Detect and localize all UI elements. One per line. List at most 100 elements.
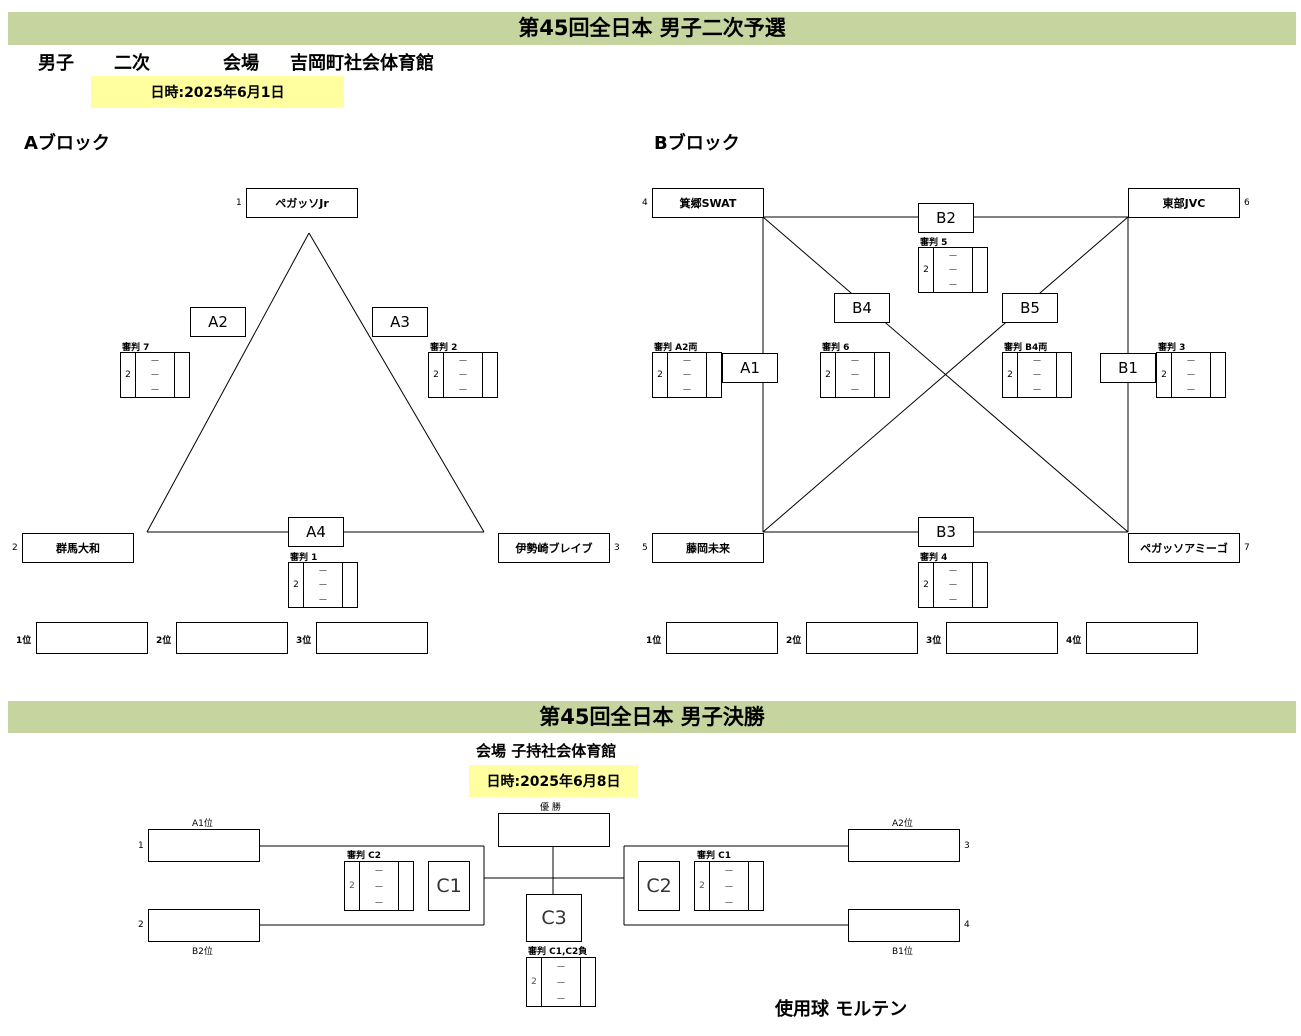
slot-seed-3: 3: [964, 841, 970, 851]
match-A3-ref: 審判 2: [430, 343, 458, 353]
blockA-seed-3: 3: [614, 543, 620, 553]
match-B5-label: B5: [1002, 293, 1058, 323]
sets: 2: [919, 248, 934, 292]
match-B3-ref: 審判 4: [920, 553, 948, 563]
match-C1-ref: 審判 C2: [347, 851, 382, 861]
match-C3-ref: 審判 C1,C2負: [528, 947, 588, 957]
blockB-team-4: 箕郷SWAT: [652, 188, 764, 218]
sets: 2: [653, 353, 668, 397]
blockB-title: Bブロック: [654, 133, 740, 154]
header-men: 男子: [38, 53, 74, 74]
sets: 2: [695, 862, 710, 910]
sets: 2: [527, 958, 542, 1006]
match-A3-score: 2 ーーー: [428, 352, 498, 398]
match-B2-label: B2: [918, 203, 974, 233]
sets: 2: [1003, 353, 1018, 397]
match-B1-ref: 審判 3: [1158, 343, 1186, 353]
match-C2-score: 2 ーーー: [694, 861, 764, 911]
match-A3-label: A3: [372, 307, 428, 337]
slot-B2-box: [148, 909, 260, 942]
blockB-rank3-label: 3位: [926, 636, 942, 646]
blockB-seed-6: 6: [1244, 198, 1250, 208]
header-round: 二次: [114, 53, 150, 74]
match-B3-label: B3: [918, 517, 974, 547]
match-A2-score: 2 ーーー: [120, 352, 190, 398]
sets: 2: [821, 353, 836, 397]
prelim-date: 日時:2025年6月1日: [91, 76, 344, 108]
blockB-rank4-box: [1086, 622, 1198, 654]
slot-A2-label: A2位: [892, 819, 913, 829]
blockA-team-2: 群馬大和: [22, 533, 134, 563]
blockA-team-3: 伊勢崎ブレイブ: [498, 533, 610, 563]
slot-A2-box: [848, 829, 960, 862]
blockA-team-1: ペガッソJr: [246, 188, 358, 218]
blockB-rank2-box: [806, 622, 918, 654]
blockB-team-7: ペガッソアミーゴ: [1128, 533, 1240, 563]
blockB-rank1-label: 1位: [646, 636, 662, 646]
slot-seed-2: 2: [138, 920, 144, 930]
sets: 2: [121, 353, 136, 397]
champion-label: 優 勝: [540, 803, 561, 813]
blockB-seed-4: 4: [642, 198, 648, 208]
blockB-team-6: 東部JVC: [1128, 188, 1240, 218]
blockA-rank2-label: 2位: [156, 636, 172, 646]
sets: 2: [345, 862, 360, 910]
match-A1-ref: 審判 A2両: [654, 343, 698, 353]
blockB-rank4-label: 4位: [1066, 636, 1082, 646]
match-A4-ref: 審判 1: [290, 553, 318, 563]
slot-B1-label: B1位: [892, 947, 913, 957]
slot-A1-box: [148, 829, 260, 862]
match-B4-ref: 審判 6: [822, 343, 850, 353]
blockA-rank1-box: [36, 622, 148, 654]
header-venue: 吉岡町社会体育館: [290, 53, 434, 74]
slot-B1-box: [848, 909, 960, 942]
blockB-rank2-label: 2位: [786, 636, 802, 646]
final-title: 第45回全日本 男子決勝: [539, 705, 765, 729]
match-A4-label: A4: [288, 517, 344, 547]
sets: 2: [1157, 353, 1172, 397]
final-venue: 会場 子持社会体育館: [476, 742, 617, 760]
match-C2-label: C2: [638, 861, 680, 911]
match-A2-ref: 審判 7: [122, 343, 150, 353]
blockA-seed-2: 2: [12, 543, 18, 553]
champion-box: [498, 813, 610, 847]
prelim-title: 第45回全日本 男子二次予選: [518, 16, 786, 40]
match-C3-label: C3: [526, 894, 582, 942]
blockA-title: Aブロック: [24, 133, 110, 154]
blockB-team-5: 藤岡未来: [652, 533, 764, 563]
match-A1-label: A1: [722, 353, 778, 383]
blockB-seed-5: 5: [642, 543, 648, 553]
ball-note: 使用球 モルテン: [775, 999, 908, 1020]
match-C1-label: C1: [428, 861, 470, 911]
match-C2-ref: 審判 C1: [697, 851, 732, 861]
match-B1-label: B1: [1100, 353, 1156, 383]
header-venue-label: 会場: [223, 53, 259, 74]
blockB-seed-7: 7: [1244, 543, 1250, 553]
sets: 2: [429, 353, 444, 397]
blockA-seed-1: 1: [236, 198, 242, 208]
sets: 2: [289, 563, 304, 607]
blockB-rank3-box: [946, 622, 1058, 654]
blockA-rank2-box: [176, 622, 288, 654]
slot-B2-label: B2位: [192, 947, 213, 957]
sets: 2: [919, 563, 934, 607]
final-title-band: 第45回全日本 男子決勝: [8, 701, 1296, 733]
blockA-rank3-box: [316, 622, 428, 654]
match-B4-label: B4: [834, 293, 890, 323]
blockA-rank3-label: 3位: [296, 636, 312, 646]
slot-seed-1: 1: [138, 841, 144, 851]
match-B4-score: 2 ーーー: [820, 352, 890, 398]
prelim-title-band: 第45回全日本 男子二次予選: [8, 12, 1296, 45]
match-C1-score: 2 ーーー: [344, 861, 414, 911]
match-A4-score: 2 ーーー: [288, 562, 358, 608]
match-C3-score: 2 ーーー: [526, 957, 596, 1007]
blockB-rank1-box: [666, 622, 778, 654]
match-B2-ref: 審判 5: [920, 238, 948, 248]
slot-seed-4: 4: [964, 920, 970, 930]
match-B3-score: 2 ーーー: [918, 562, 988, 608]
match-B5-ref: 審判 B4両: [1004, 343, 1048, 353]
match-A1-score: 2 ーーー: [652, 352, 722, 398]
match-B1-score: 2 ーーー: [1156, 352, 1226, 398]
final-date: 日時:2025年6月8日: [469, 765, 638, 797]
match-B5-score: 2 ーーー: [1002, 352, 1072, 398]
